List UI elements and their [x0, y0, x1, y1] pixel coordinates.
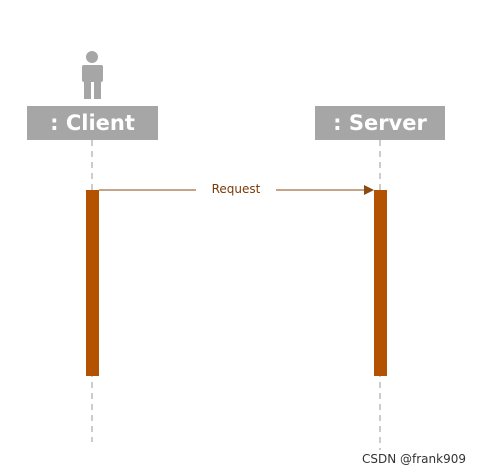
- request-arrowhead: [364, 185, 374, 195]
- request-message-label: Request: [196, 182, 276, 196]
- server-activation-bar: [374, 190, 387, 376]
- client-lifeline-box: : Client: [27, 106, 158, 140]
- client-activation-bar: [86, 190, 99, 376]
- actor-icon: [82, 51, 103, 99]
- client-lifeline-label: : Client: [50, 111, 135, 135]
- server-lifeline-label: : Server: [333, 111, 427, 135]
- server-lifeline-box: : Server: [315, 106, 445, 140]
- watermark-text: CSDN @frank909: [362, 452, 466, 466]
